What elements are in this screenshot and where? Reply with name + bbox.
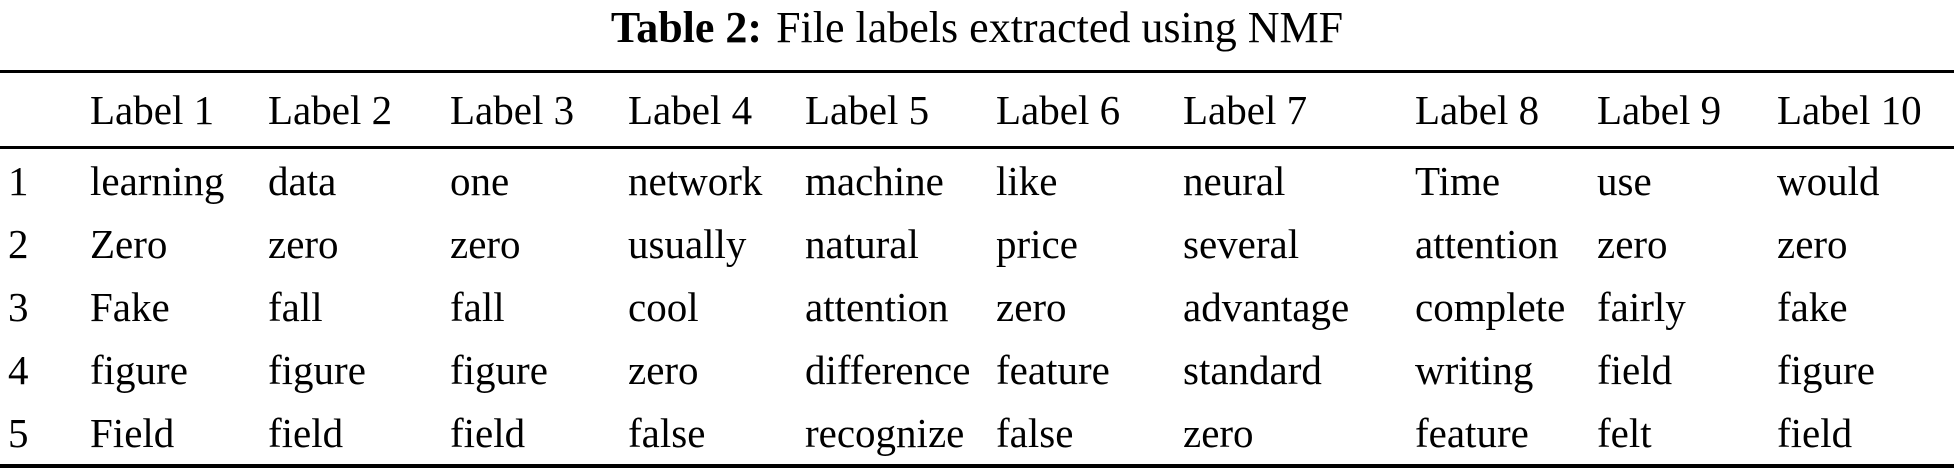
table-row: 2 Zero zero zero usually natural price several a… [0,212,1954,275]
table-cell: natural [805,220,919,267]
table-cell: zero [996,283,1067,330]
row-number-column-header [0,70,90,149]
column-header: Label 1 [90,70,268,149]
table-row: 4 figure figure figure zero difference feature… [0,338,1954,401]
table-cell: figure [90,346,188,393]
column-header: Label 7 [1183,70,1415,149]
table-cell: data [268,157,337,204]
table-cell: fake [1777,283,1848,330]
column-header: Label 5 [805,70,996,149]
table-cell: felt [1597,409,1652,456]
column-header: Label 8 [1415,70,1597,149]
table-cell: false [628,409,706,456]
table-cell: attention [805,283,949,330]
table-cell: would [1777,157,1880,204]
table-cell: price [996,220,1078,267]
table-cell: false [996,409,1074,456]
table-cell: zero [1183,409,1254,456]
column-header: Label 6 [996,70,1183,149]
table-cell: field [1597,346,1673,393]
table-cell: complete [1415,283,1566,330]
table-row: 5 Field field field false recognize false zero f… [0,401,1954,466]
table-cell: neural [1183,157,1286,204]
table-cell: field [450,409,526,456]
table-cell: cool [628,283,699,330]
column-header: Label 9 [1597,70,1777,149]
table-cell: learning [90,157,225,204]
table-cell: zero [628,346,699,393]
table-caption-text: File labels extracted using NMF [776,3,1344,52]
table-cell: zero [450,220,521,267]
table-cell: Field [90,409,175,456]
table-cell: feature [1415,409,1529,456]
table-cell: feature [996,346,1110,393]
column-header: Label 3 [450,70,628,149]
table-cell: use [1597,157,1652,204]
table-cell: machine [805,157,944,204]
column-header: Label 2 [268,70,450,149]
table-cell: fall [450,283,505,330]
table-cell: difference [805,346,971,393]
row-number: 5 [8,409,29,456]
table-caption: Table 2: File labels extracted using NMF [0,0,1954,70]
table-cell: like [996,157,1058,204]
table-cell: network [628,157,763,204]
table-cell: field [1777,409,1853,456]
table-cell: zero [268,220,339,267]
table-cell: Zero [90,220,168,267]
table-cell: figure [268,346,366,393]
table-row: 3 Fake fall fall cool attention zero advantage c… [0,275,1954,338]
table-row: 1 learning data one network machine like neural… [0,148,1954,213]
column-header: Label 10 [1777,70,1954,149]
table-cell: standard [1183,346,1322,393]
table-body: 1 learning data one network machine like neural… [0,148,1954,467]
table-cell: zero [1777,220,1848,267]
row-number: 2 [8,220,29,267]
table-cell: several [1183,220,1300,267]
row-number: 1 [8,157,29,204]
table-cell: Time [1415,157,1501,204]
table-cell: fairly [1597,283,1686,330]
table-cell: field [268,409,344,456]
table-cell: fall [268,283,323,330]
table-cell: attention [1415,220,1559,267]
column-header: Label 4 [628,70,805,149]
table-cell: Fake [90,283,170,330]
table-cell: one [450,157,510,204]
table-cell: figure [1777,346,1875,393]
table-cell: zero [1597,220,1668,267]
row-number: 3 [8,283,29,330]
table-cell: advantage [1183,283,1350,330]
row-number: 4 [8,346,29,393]
table-cell: writing [1415,346,1534,393]
table-caption-label: Table 2: [610,3,763,52]
table-cell: figure [450,346,548,393]
table-cell: usually [628,220,747,267]
table-cell: recognize [805,409,965,456]
